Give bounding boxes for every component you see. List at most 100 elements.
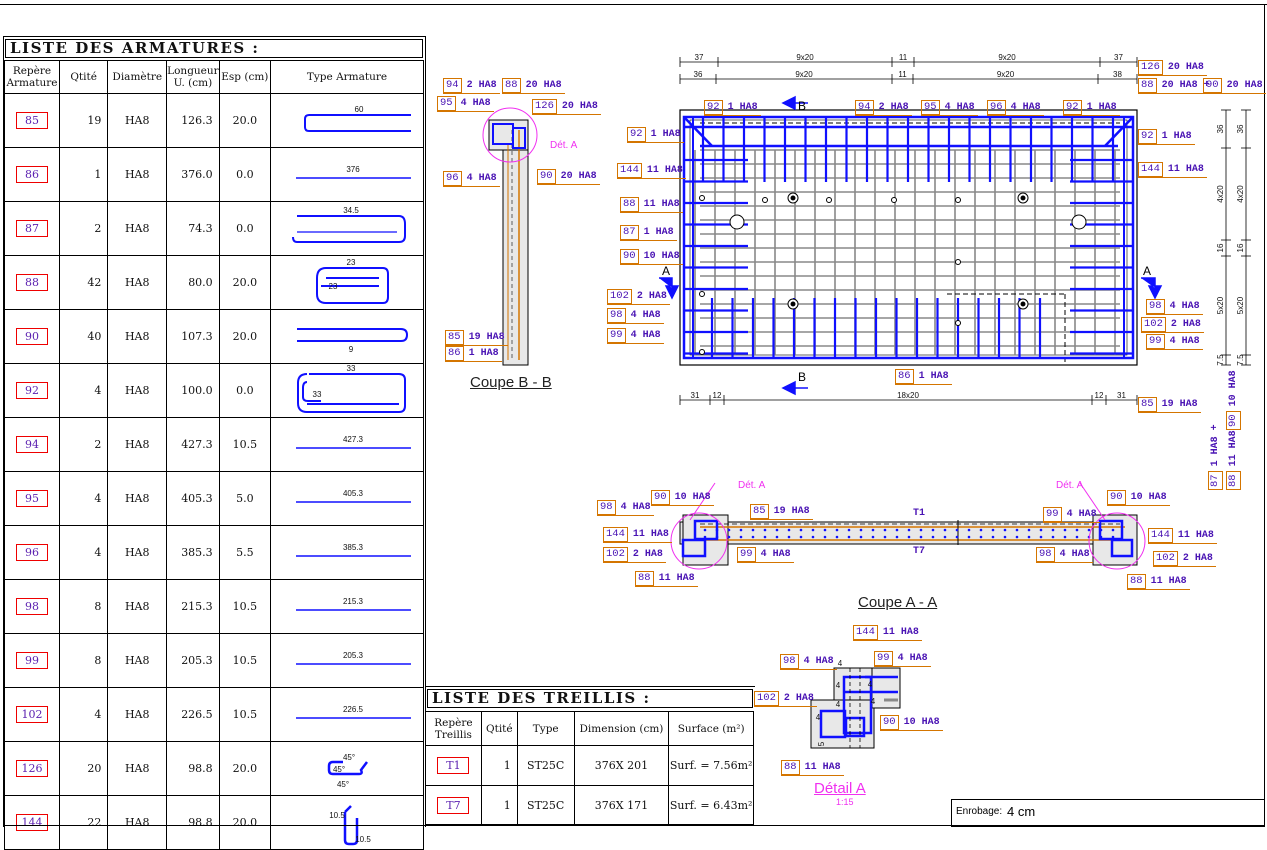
straight-bar-icon: 427.3 [295,435,411,449]
small-hook-h-icon: 45°45°45° [327,753,368,789]
treillis-frame-top [425,686,755,687]
treillis-table: Repère Treillis Qtité Type Dimension (cm… [425,711,754,825]
callout-text: 4 HA8 [466,173,497,184]
armature-qty: 4 [58,471,109,526]
callout-ref: 94 [443,78,462,93]
callout-ref: 85 [445,330,464,345]
armature-ref: 102 [15,706,48,723]
shape-dimension: 9 [349,345,354,354]
callout-text: 20 HA8 [525,80,562,91]
det-a-tag: Dét. A [550,140,578,151]
callout-ref: 98 [607,308,626,323]
dimension-text: 9x20 [795,70,813,79]
straight-bar-icon: 205.3 [295,651,411,665]
rebar-dot [1015,535,1019,539]
shape-dimension: 34.5 [343,206,359,215]
armature-ref: 87 [15,220,48,237]
treillis-dimension: 376X 201 [573,745,670,786]
rebar-callout-vertical: 9010 HA8 [1226,367,1241,430]
callout-text: 19 HA8 [1161,399,1198,410]
rebar-dot [955,528,959,532]
rebar-dot [907,528,911,532]
treillis-row: T1 1 ST25C 376X 201 Surf. = 7.56m² [425,745,754,786]
coupe-bb-title: Coupe B - B [470,374,552,391]
rebar-shape [296,328,408,342]
callout-ref: 90 [1203,78,1222,93]
callout-text: 20 HA8 + [1161,80,1210,91]
callout-ref: 98 [597,500,616,515]
callout-text: 11 HA8 [1228,430,1239,467]
callout-text: 11 HA8 [1150,576,1187,587]
armature-shape: 60 [269,93,425,148]
callout-text: 20 HA8 [560,171,597,182]
callout-text: 11 HA8 [1167,164,1204,175]
callout-text: 20 HA8 [1226,80,1263,91]
callout-ref: 144 [1148,528,1173,543]
det-a-tag: Dét. A [1056,480,1084,491]
rebar-dot [967,528,971,532]
callout-text: 4 HA8 [944,102,975,113]
callout-text: 4 HA8 [630,310,661,321]
rebar-dot [1003,528,1007,532]
dimension-text: 12 [713,391,722,400]
callout-text: 10 HA8 [674,492,711,503]
callout-text: 4 HA8 [760,549,791,560]
armatures-title: LISTE DES ARMATURES : [5,39,423,58]
armature-diameter: HA8 [107,201,168,256]
armature-spacing: 20.0 [218,255,271,310]
treillis-title: LISTE DES TREILLIS : [427,689,753,708]
rebar-dot [751,528,755,532]
armature-ref: 96 [15,544,48,561]
callout-text: 10 HA8 [1130,492,1167,503]
armature-diameter: HA8 [107,687,168,742]
armature-diameter: HA8 [107,741,168,796]
dimension-text: 9x20 [796,53,814,62]
dimension-text: 12 [1095,391,1104,400]
armature-spacing: 5.5 [218,525,271,580]
rebar-dot [871,535,875,539]
shape-dimension: 226.5 [343,705,364,714]
rebar-dot [931,528,935,532]
rebar-dot [919,528,923,532]
treillis-ref: T1 [437,757,470,774]
armature-spacing: 10.5 [218,633,271,688]
rebar-callout-vertical: 88 11 HA8 [1226,427,1241,490]
dimension-text: 37 [695,53,704,62]
rebar-dot [727,528,731,532]
armature-qty: 42 [58,255,109,310]
callout-text: 11 HA8 [1177,530,1214,541]
armature-spacing: 20.0 [218,741,271,796]
section-marker-b-bottom: B [798,370,807,384]
rebar-dot [775,535,779,539]
anchor-hole [891,197,897,203]
rebar-dot [775,528,779,532]
armature-qty: 1 [58,147,109,202]
armature-diameter: HA8 [107,633,168,688]
treillis-surface: Surf. = 6.43m² [668,785,754,825]
dimension-text: 4x20 [1236,185,1245,203]
section-marker-a-right: A [1143,264,1152,278]
rebar-dot [1003,535,1007,539]
callout-text: 2 HA8 [1170,319,1201,330]
callout-ref: 88 [1226,471,1241,490]
frame-top [0,4,1267,5]
rebar-dot [727,535,731,539]
rebar-dot [955,535,959,539]
rebar-shape [327,760,368,776]
treillis-header-repere: Repère Treillis [425,711,482,746]
